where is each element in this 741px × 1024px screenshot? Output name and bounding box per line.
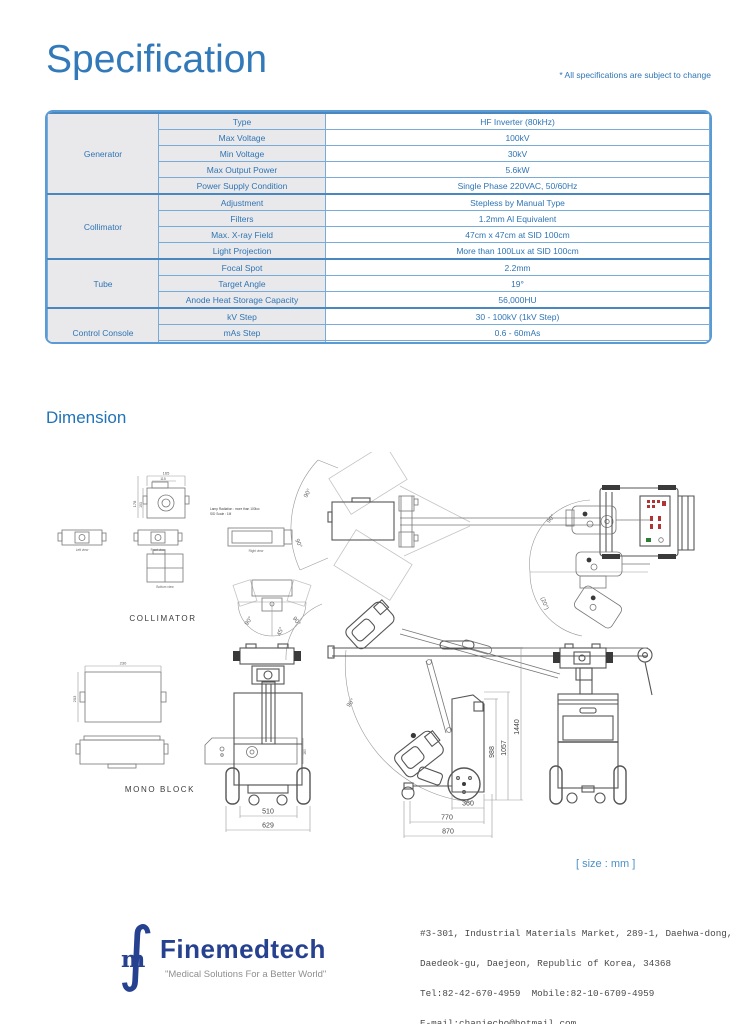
brand-tagline: "Medical Solutions For a Better World" xyxy=(165,969,327,980)
spec-value: More than 100Lux at SID 100cm xyxy=(325,242,710,260)
spec-value: 5.6kW xyxy=(325,161,710,178)
spec-category: Collimator xyxy=(47,193,159,260)
spec-category: Tube xyxy=(47,258,159,309)
page-title: Specification xyxy=(46,38,268,81)
contact-block: #3-301, Industrial Materials Market, 289… xyxy=(420,926,732,1024)
view-label-left: Left view xyxy=(76,548,89,552)
collimator-dim-width: 165 xyxy=(163,471,170,476)
spec-label: Light Projection xyxy=(158,242,326,260)
swivel-angle-right: 90° xyxy=(291,616,301,627)
head-tilt-angle: 45° xyxy=(277,626,286,637)
head-rotation-angle-up: 90° xyxy=(546,514,557,525)
monoblock-dim-side: 160 xyxy=(303,749,307,755)
address-line2: Daedeok-gu, Daejeon, Republic of Korea, … xyxy=(420,958,672,969)
monoblock-drawing-label: MONO BLOCK xyxy=(125,785,195,794)
view-label-bottom: Bottom view xyxy=(156,585,174,589)
spec-value: 47cm x 47cm at SID 100cm xyxy=(325,226,710,243)
spec-label: Power Supply Condition xyxy=(158,177,326,195)
view-label-front: Front view xyxy=(151,548,166,552)
side-dim-870: 870 xyxy=(442,829,454,836)
spec-label: Indicator xyxy=(158,340,326,342)
spec-label: mAs Step xyxy=(158,324,326,341)
spec-label: Filters xyxy=(158,210,326,227)
tel-line: Tel:82-42-670-4959 Mobile:82-10-6709-495… xyxy=(420,988,655,999)
spec-category: Control Console xyxy=(47,307,159,342)
dimension-drawing: 165 115 178 153 Lamp Radiation : more th… xyxy=(57,452,695,838)
arm-rotation-angle-up: 90° xyxy=(303,488,313,499)
front-dim-510: 510 xyxy=(262,809,274,816)
logo-f-icon: ∫ xyxy=(118,912,155,994)
spec-label: kV Step xyxy=(158,307,326,325)
front-dim-629: 629 xyxy=(262,823,274,830)
arm-fold-angle: 90° xyxy=(346,697,357,708)
side-dim-988: 988 xyxy=(489,746,496,758)
collimator-annotation-line1: Lamp Radiation : more than 100lux xyxy=(210,507,260,511)
spec-value: HF Inverter (80kHz) xyxy=(325,112,710,130)
spec-value: 30kV xyxy=(325,145,710,162)
spec-value: 56,000HU xyxy=(325,291,710,309)
spec-label: Max. X-ray Field xyxy=(158,226,326,243)
spec-label: Focal Spot xyxy=(158,258,326,276)
spec-value: 30 - 100kV (1kV Step) xyxy=(325,307,710,325)
spec-value: 2.2mm xyxy=(325,258,710,276)
spec-value: kV,mAs,Memory key xyxy=(325,340,710,342)
spec-value: Single Phase 220VAC, 50/60Hz xyxy=(325,177,710,195)
collimator-drawing-label: COLLIMATOR xyxy=(129,614,196,623)
spec-label: Max Voltage xyxy=(158,129,326,146)
spec-label: Anode Heat Storage Capacity xyxy=(158,291,326,309)
side-dim-360: 360 xyxy=(462,801,474,808)
spec-label: Type xyxy=(158,112,326,130)
arm-rotation-angle-down: 90° xyxy=(293,538,303,549)
spec-category: Generator xyxy=(47,112,159,195)
logo-m-icon: m xyxy=(121,946,146,973)
side-dim-1440: 1440 xyxy=(514,719,521,735)
spec-value: 0.6 - 60mAs xyxy=(325,324,710,341)
spec-value: 19° xyxy=(325,275,710,292)
collimator-dim-inner-height: 153 xyxy=(139,502,143,508)
collimator-dim-height: 178 xyxy=(132,500,137,507)
address-line1: #3-301, Industrial Materials Market, 289… xyxy=(420,928,733,939)
spec-value: Stepless by Manual Type xyxy=(325,193,710,211)
side-dim-770: 770 xyxy=(441,815,453,822)
monoblock-dim-height: 203 xyxy=(72,695,77,702)
dimension-section-title: Dimension xyxy=(46,408,127,427)
view-label-right: Right view xyxy=(249,549,264,553)
head-rotation-angle-down: (20°) xyxy=(539,596,549,610)
spec-value: 100kV xyxy=(325,129,710,146)
email-line: E-mail:chaniecho@hotmail.com xyxy=(420,1018,577,1024)
monoblock-dim-width: 230 xyxy=(120,661,127,666)
spec-label: Adjustment xyxy=(158,193,326,211)
spec-label: Max Output Power xyxy=(158,161,326,178)
spec-label: Min Voltage xyxy=(158,145,326,162)
collimator-annotation-line2: SID Scale : 1M xyxy=(210,512,232,516)
specification-table: Generator Type HF Inverter (80kHz) Max V… xyxy=(45,110,712,344)
collimator-dim-inner-width: 115 xyxy=(160,477,166,481)
size-unit-note: [ size : mm ] xyxy=(576,858,636,870)
spec-label: Target Angle xyxy=(158,275,326,292)
disclaimer-note: * All specifications are subject to chan… xyxy=(559,70,711,80)
spec-value: 1.2mm Al Equivalent xyxy=(325,210,710,227)
swivel-angle-left: 90° xyxy=(244,615,254,626)
brand-name: Finemedtech xyxy=(160,934,326,964)
side-dim-1057: 1057 xyxy=(501,740,508,756)
